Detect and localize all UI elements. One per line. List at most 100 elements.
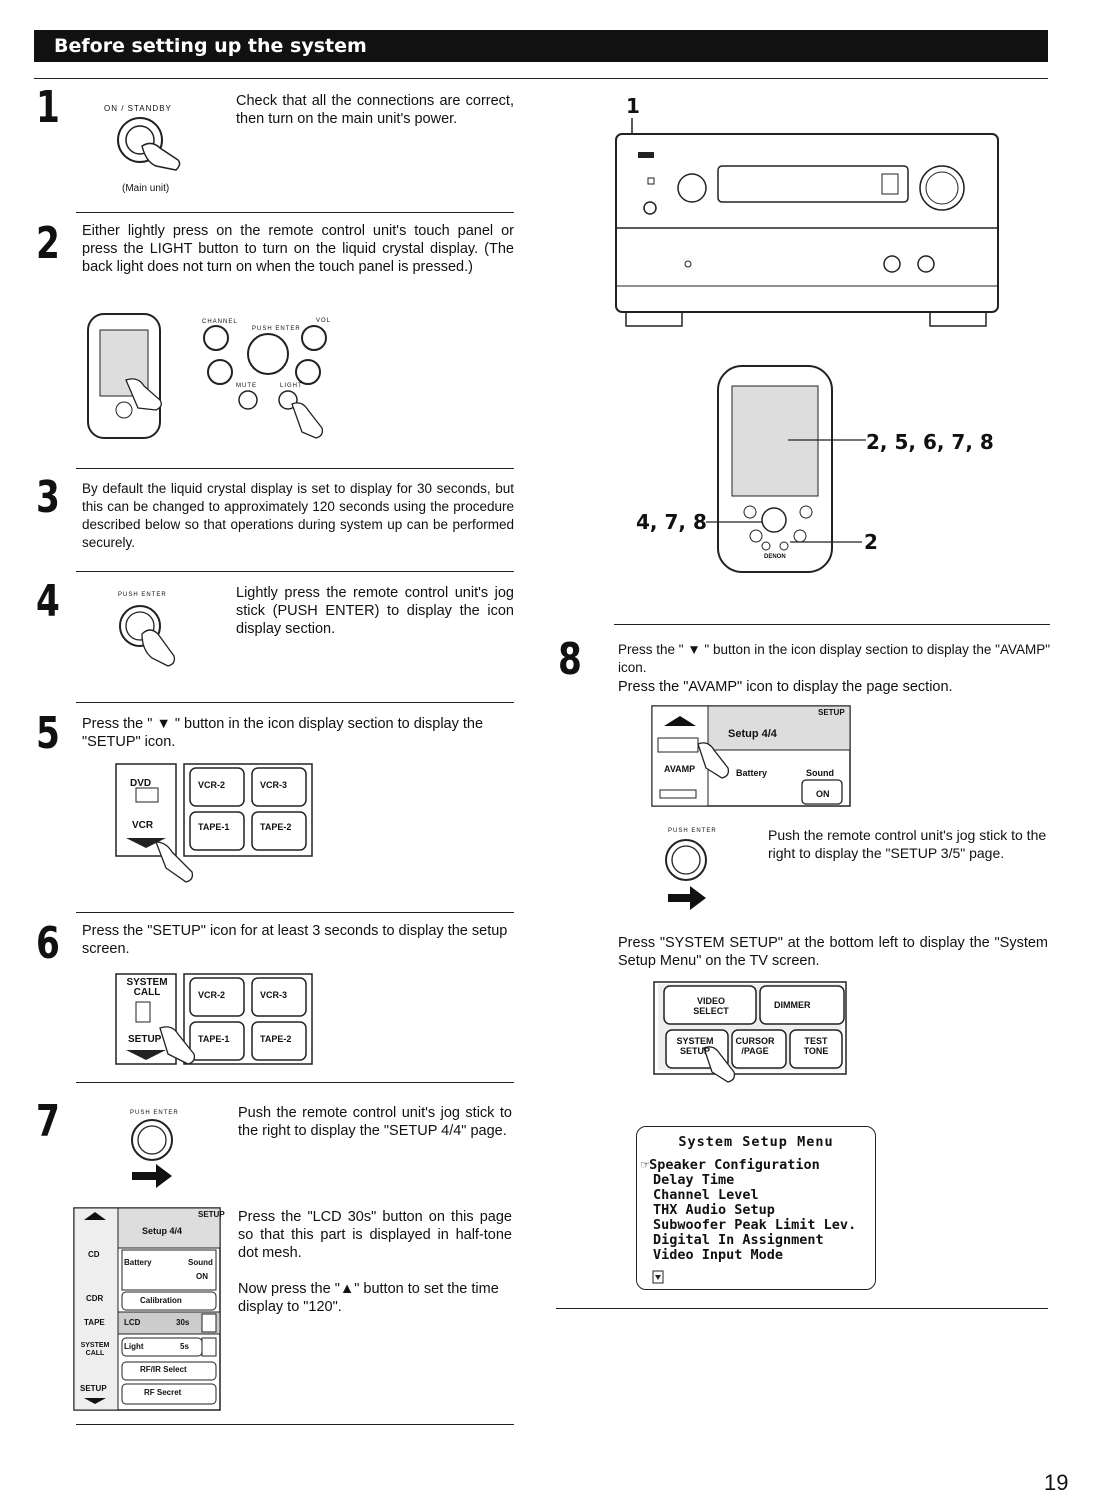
vol-label: VOL <box>316 318 332 324</box>
battery-label: Battery <box>124 1258 152 1267</box>
jog-stick-right-illustration <box>131 1119 173 1188</box>
power-button-illustration <box>117 117 181 171</box>
tape1-icon-label: TAPE-1 <box>198 822 230 832</box>
step-number: 6 <box>36 918 60 969</box>
menu-item: Channel Level <box>653 1187 759 1203</box>
setup-icon-panel-illustration <box>115 973 313 1065</box>
system-call-icon-label: SYSTEM CALL <box>80 1342 110 1357</box>
step-7-text: Push the remote control unit's jog stick… <box>238 1105 512 1139</box>
rf-ir-select-label: RF/IR Select <box>140 1365 187 1374</box>
vcr3-icon-label: VCR-3 <box>260 990 288 1000</box>
cursor-page-button: CURSOR /PAGE <box>735 1036 775 1056</box>
avamp-icon-label: AVAMP <box>664 764 696 774</box>
step-number: 2 <box>36 218 60 269</box>
step-6-text: Press the "SETUP" icon for at least 3 se… <box>82 923 508 957</box>
jog-stick-right-illustration <box>665 839 707 910</box>
tape1-icon-label: TAPE-1 <box>198 1034 230 1044</box>
tape-icon-label: TAPE <box>84 1318 105 1327</box>
vcr-icon-label: VCR <box>132 820 154 831</box>
menu-item: Subwoofer Peak Limit Lev. <box>653 1217 857 1233</box>
divider <box>76 1082 514 1083</box>
divider <box>556 1308 1048 1309</box>
sound-label: Sound <box>806 768 834 778</box>
setup-icon-label: SETUP <box>128 1034 162 1045</box>
setup-tab-label: SETUP <box>198 1210 225 1219</box>
header-rule <box>34 78 1048 79</box>
tape2-icon-label: TAPE-2 <box>260 1034 292 1044</box>
step-8-text: Press the " ▼ " button in the icon displ… <box>618 642 1050 675</box>
on-button-label: ON <box>196 1272 208 1281</box>
jog-stick-illustration <box>119 605 176 667</box>
step-2-text: Either lightly press on the remote contr… <box>82 223 514 275</box>
page-number: 19 <box>1044 1470 1069 1495</box>
battery-label: Battery <box>736 768 768 778</box>
step-4-text: Lightly press the remote control unit's … <box>236 585 514 637</box>
system-setup-buttons-illustration <box>653 981 847 1083</box>
setup-4-4-panel-illustration <box>73 1207 221 1411</box>
on-standby-label: ON / STANDBY <box>104 104 172 113</box>
vcr2-icon-label: VCR-2 <box>198 990 226 1000</box>
cd-icon-label: CD <box>88 1250 100 1259</box>
callout-1: 1 <box>626 94 640 118</box>
menu-item: THX Audio Setup <box>653 1202 775 1218</box>
main-unit-caption: (Main unit) <box>122 183 170 194</box>
callout-2-5-6-7-8: 2, 5, 6, 7, 8 <box>866 430 994 454</box>
remote-buttons-illustration <box>87 313 327 439</box>
setup-tab-label: SETUP <box>818 708 845 717</box>
push-enter-label: PUSH ENTER <box>118 592 167 598</box>
avamp-panel-illustration <box>651 705 851 807</box>
dimmer-button: DIMMER <box>774 1000 811 1010</box>
step-1-text: Check that all the connections are corre… <box>236 93 514 127</box>
channel-label: CHANNEL <box>202 319 238 325</box>
vcr2-icon-label: VCR-2 <box>198 780 226 790</box>
lcd-button-label: LCD <box>124 1318 141 1327</box>
menu-item: Video Input Mode <box>653 1247 784 1263</box>
rf-secret-label: RF Secret <box>144 1388 182 1397</box>
section-title: Before setting up the system <box>34 30 1048 62</box>
push-enter-label: PUSH ENTER <box>668 828 717 834</box>
divider <box>76 571 514 572</box>
on-button-label: ON <box>816 789 830 799</box>
video-select-button: VIDEO SELECT <box>693 996 729 1016</box>
step-3-text: By default the liquid crystal display is… <box>82 481 514 550</box>
cdr-icon-label: CDR <box>86 1294 104 1303</box>
menu-item: Delay Time <box>653 1172 735 1188</box>
page-indicator: Setup 4/4 <box>728 728 777 740</box>
tape2-icon-label: TAPE-2 <box>260 822 292 832</box>
system-setup-menu-screen: System Setup Menu ☞Speaker Configuration… <box>636 1126 876 1290</box>
step-8-text-b: Press the "AVAMP" icon to display the pa… <box>618 679 953 695</box>
light-label: LIGHT <box>280 383 303 389</box>
light-value: 5s <box>180 1342 189 1351</box>
receiver-front-panel-illustration <box>615 118 999 327</box>
page-indicator: Setup 4/4 <box>142 1226 183 1236</box>
divider <box>76 212 514 213</box>
remote-control-illustration <box>706 365 866 573</box>
divider <box>76 912 514 913</box>
light-button-label: Light <box>124 1342 144 1351</box>
dvd-icon-label: DVD <box>130 778 152 789</box>
vcr3-icon-label: VCR-3 <box>260 780 288 790</box>
icon-panel-illustration <box>115 763 313 883</box>
divider <box>76 468 514 469</box>
test-tone-button: TEST TONE <box>803 1036 829 1056</box>
menu-item: Digital In Assignment <box>653 1232 824 1248</box>
step-5-text: Press the " ▼ " button in the icon displ… <box>82 716 484 750</box>
step-number: 8 <box>558 634 582 685</box>
step-8-text-2: Push the remote control unit's jog stick… <box>768 827 1047 861</box>
step-number: 1 <box>36 82 60 133</box>
menu-title: System Setup Menu <box>678 1134 834 1150</box>
menu-item: ☞Speaker Configuration <box>641 1157 820 1173</box>
step-8-text-3: Press "SYSTEM SETUP" at the bottom left … <box>618 935 1048 969</box>
divider <box>76 702 514 703</box>
mute-label: MUTE <box>236 383 257 389</box>
step-7-text-3: Now press the "▲" button to set the time… <box>238 1281 499 1315</box>
calibration-button-label: Calibration <box>140 1296 182 1305</box>
callout-4-7-8: 4, 7, 8 <box>636 510 707 534</box>
step-number: 5 <box>36 708 60 759</box>
system-setup-button: SYSTEM SETUP <box>676 1036 714 1056</box>
brand-label: DENON <box>764 554 786 560</box>
push-enter-label: PUSH ENTER <box>252 326 301 332</box>
step-7-text-2: Press the "LCD 30s" button on this page … <box>238 1209 512 1261</box>
step-number: 4 <box>36 576 60 627</box>
lcd-value: 30s <box>176 1318 190 1327</box>
